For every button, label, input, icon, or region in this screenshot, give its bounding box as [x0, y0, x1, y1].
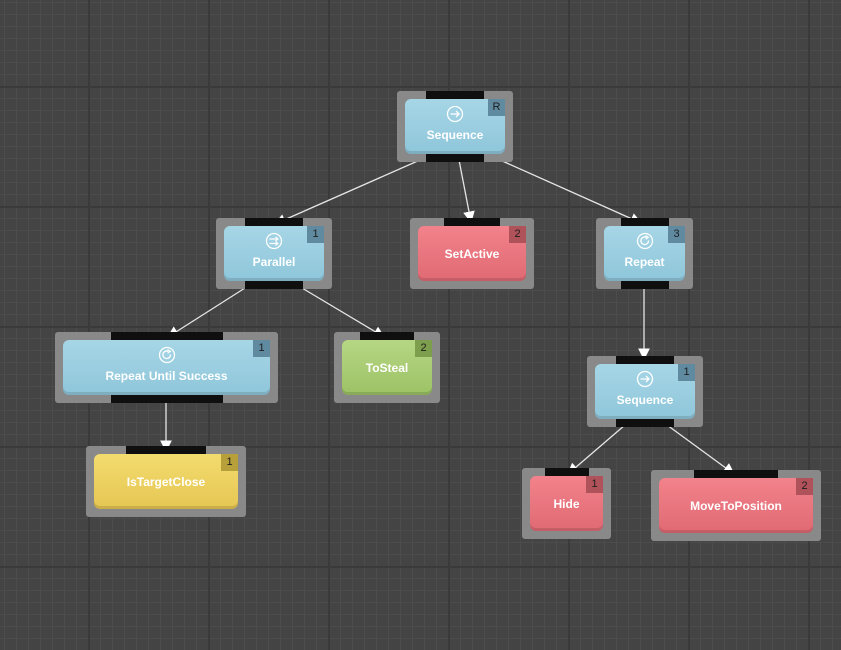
- edge-sequence-root-to-parallel: [273, 159, 421, 226]
- node-index-badge: 3: [668, 226, 685, 243]
- input-port[interactable]: [126, 446, 206, 455]
- node-label: SetActive: [444, 246, 500, 261]
- node-label: Repeat: [624, 255, 665, 269]
- parallel-icon: [265, 232, 283, 250]
- repeat-icon: [158, 346, 175, 364]
- repeat-node[interactable]: 3 Repeat: [596, 218, 693, 289]
- node-index-badge: 1: [586, 476, 603, 493]
- node-index-badge: R: [488, 99, 505, 116]
- sequence-icon: [446, 105, 464, 123]
- to-steal-node[interactable]: 2 ToSteal: [334, 332, 440, 403]
- hide-node[interactable]: 1 Hide: [522, 468, 611, 539]
- input-port[interactable]: [426, 91, 484, 100]
- node-index-badge: 1: [307, 226, 324, 243]
- input-port[interactable]: [360, 332, 414, 341]
- node-label: Sequence: [616, 393, 674, 407]
- node-index-badge: 1: [221, 454, 238, 471]
- node-label: Hide: [553, 496, 580, 511]
- edge-sequence-2-to-move-to-position: [666, 424, 735, 475]
- input-port[interactable]: [544, 468, 589, 477]
- move-to-position-node[interactable]: 2 MoveToPosition: [651, 470, 821, 541]
- repeat-icon: [636, 232, 653, 250]
- edge-sequence-root-to-repeat: [499, 159, 643, 225]
- edge-parallel-to-to-steal: [301, 287, 386, 338]
- output-port[interactable]: [616, 418, 674, 427]
- output-port[interactable]: [245, 280, 303, 289]
- input-port[interactable]: [444, 218, 500, 227]
- node-label: MoveToPosition: [690, 498, 782, 513]
- repeat-until-success-node[interactable]: 1 Repeat Until Success: [55, 332, 278, 403]
- is-target-close-node[interactable]: 1 IsTargetClose: [86, 446, 246, 517]
- node-label: Repeat Until Success: [105, 369, 228, 383]
- set-active-node[interactable]: 2 SetActive: [410, 218, 534, 289]
- input-port[interactable]: [616, 356, 674, 365]
- edge-sequence-root-to-set-active: [458, 159, 475, 224]
- edge-parallel-to-repeat-until-success: [167, 287, 246, 338]
- input-port[interactable]: [694, 470, 778, 479]
- node-label: IsTargetClose: [126, 474, 206, 489]
- node-index-badge: 2: [415, 340, 432, 357]
- sequence-2-node[interactable]: 1 Sequence: [587, 356, 703, 427]
- node-index-badge: 1: [253, 340, 270, 357]
- sequence-root-node[interactable]: R Sequence: [397, 91, 513, 162]
- node-index-badge: 2: [509, 226, 526, 243]
- node-label: Parallel: [252, 255, 296, 269]
- node-label: Sequence: [426, 128, 484, 142]
- node-index-badge: 2: [796, 478, 813, 495]
- input-port[interactable]: [110, 332, 223, 341]
- edge-sequence-2-to-hide: [567, 424, 626, 475]
- input-port[interactable]: [620, 218, 669, 227]
- parallel-node[interactable]: 1 Parallel: [216, 218, 332, 289]
- output-port[interactable]: [426, 153, 484, 162]
- node-index-badge: 1: [678, 364, 695, 381]
- sequence-icon: [636, 370, 654, 388]
- input-port[interactable]: [245, 218, 303, 227]
- output-port[interactable]: [620, 280, 669, 289]
- node-label: ToSteal: [365, 360, 409, 375]
- output-port[interactable]: [110, 394, 223, 403]
